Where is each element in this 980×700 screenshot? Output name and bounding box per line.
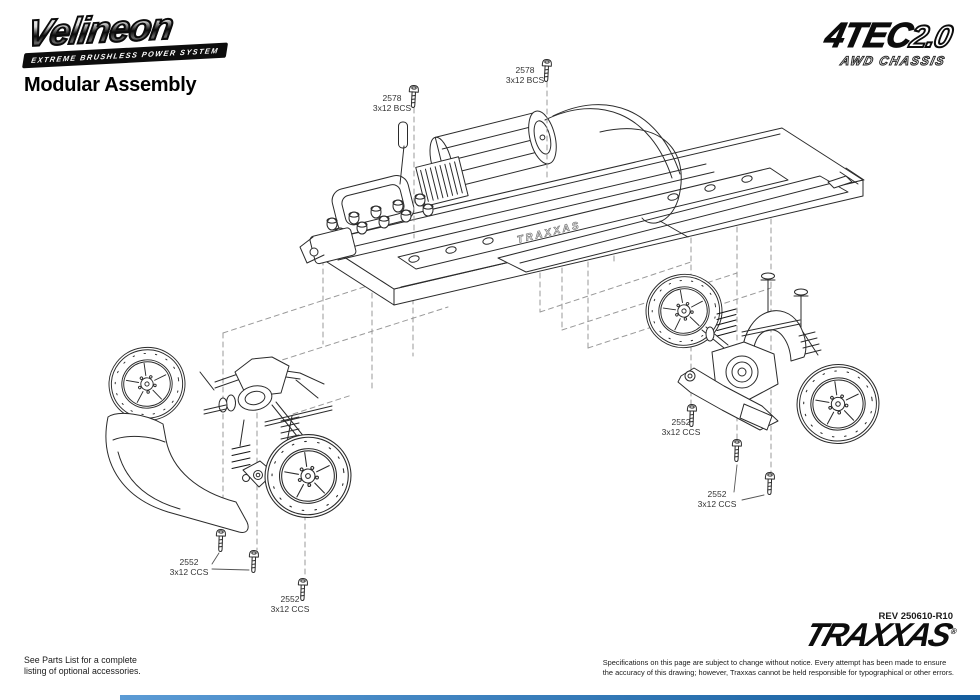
rear-skid (739, 403, 773, 431)
part-number: 2552 (671, 417, 691, 427)
part-spec: 3x12 CCS (661, 427, 701, 438)
revision-number: REV 250610-R10 (878, 611, 953, 622)
top-deck-holes (408, 175, 753, 263)
screw-2552-rear-b (731, 438, 743, 463)
part-number: 2552 (280, 594, 300, 604)
disclaimer: Specifications on this page are subject … (603, 658, 954, 677)
antenna (398, 121, 408, 185)
rear-shock-tower (741, 310, 807, 362)
part-spec: 3x12 BCS (372, 103, 412, 114)
callout-2552-front: 2552 3x12 CCS (166, 557, 212, 577)
parts-note: See Parts List for a complete listing of… (24, 655, 141, 677)
disclaimer-line1: Specifications on this page are subject … (602, 658, 947, 667)
esc-heatsink (415, 156, 469, 207)
callout-leaders (211, 464, 765, 571)
callout-2578-right: 2578 3x12 BCS (505, 65, 545, 85)
steering-links (264, 405, 333, 427)
part-number: 2578 (382, 93, 402, 103)
screw-2552-front-a (215, 528, 227, 553)
parts-note-line2: listing of optional accessories. (24, 665, 141, 676)
front-differential (237, 385, 273, 411)
part-number: 2578 (515, 65, 535, 75)
part-spec: 3x12 CCS (270, 604, 310, 615)
rear-spring (716, 308, 737, 337)
part-number: 2552 (707, 489, 727, 499)
motor (429, 110, 557, 190)
body-posts (760, 272, 809, 337)
motor-wires (544, 104, 682, 224)
part-spec: 3x12 CCS (697, 499, 737, 510)
traxxas-logo: TRAXXAS® (800, 616, 961, 653)
part-spec: 3x12 CCS (169, 567, 209, 578)
rear-suspension-module (638, 266, 884, 449)
callout-2578-left: 2578 3x12 BCS (372, 93, 412, 113)
screw-2552-front-b (248, 549, 260, 574)
rear-upper-links (741, 319, 801, 337)
front-shock-2 (280, 415, 300, 443)
parts-note-line1: See Parts List for a complete (24, 655, 137, 665)
front-suspension-module (102, 340, 357, 533)
page-title: Modular Assembly (24, 74, 197, 96)
front-right-wheel (260, 429, 357, 523)
part-spec: 3x12 BCS (505, 75, 545, 86)
callout-2552-rear-upper: 2552 3x12 CCS (660, 417, 702, 437)
chassis-module: TRAXXAS (299, 104, 865, 306)
front-left-wheel (102, 340, 192, 428)
screw-2552-rear-c (764, 471, 776, 496)
top-deck (397, 167, 789, 270)
traxxas-wordmark: TRAXXAS (800, 616, 957, 653)
footer-accent-bar (120, 695, 980, 700)
disclaimer-line2: the accuracy of this drawing; however, T… (602, 667, 954, 677)
front-bumper (105, 413, 249, 533)
callout-2552-rear-lower: 2552 3x12 CCS (696, 489, 738, 509)
rear-right-wheel (792, 359, 884, 449)
front-shock (231, 419, 251, 482)
callout-2552-front-lower: 2552 3x12 CCS (268, 594, 312, 614)
part-number: 2552 (179, 557, 199, 567)
rear-shock-right (798, 331, 822, 356)
